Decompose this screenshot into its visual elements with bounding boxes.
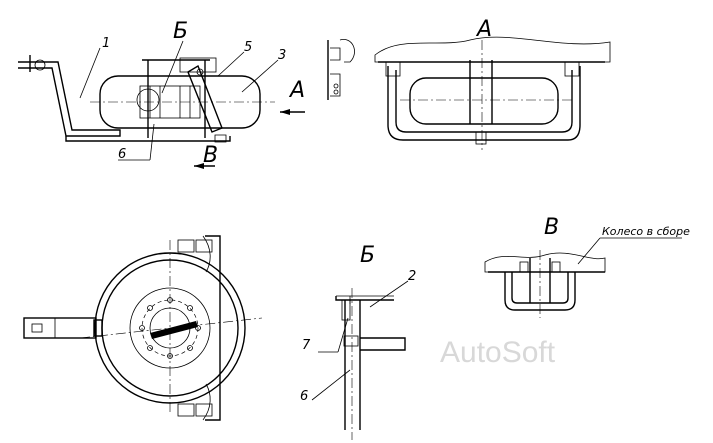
- view-a-arrow-label: А: [288, 78, 305, 103]
- section-b-title: Б: [360, 243, 375, 268]
- callout-6-bottom: 6: [300, 389, 308, 404]
- side-view: [18, 38, 355, 169]
- section-b: [311, 280, 409, 440]
- callout-5: 5: [244, 40, 252, 55]
- callout-1: 1: [102, 36, 110, 51]
- view-v: [484, 237, 682, 318]
- hub-bolts: [139, 297, 201, 359]
- view-v-arrow-label: В: [203, 143, 218, 168]
- callout-6-top: 6: [118, 147, 126, 162]
- view-a-title: А: [475, 17, 492, 42]
- watermark: AutoSoft: [440, 336, 556, 369]
- callout-2: 2: [408, 269, 416, 284]
- view-a: [374, 36, 611, 150]
- view-v-title: В: [544, 215, 559, 240]
- wheel-assembly-note: Колесо в сборе: [602, 225, 690, 238]
- section-b-mark: Б: [173, 19, 188, 44]
- callout-7: 7: [302, 338, 311, 353]
- callout-3: 3: [278, 48, 286, 63]
- plan-view: [23, 235, 263, 421]
